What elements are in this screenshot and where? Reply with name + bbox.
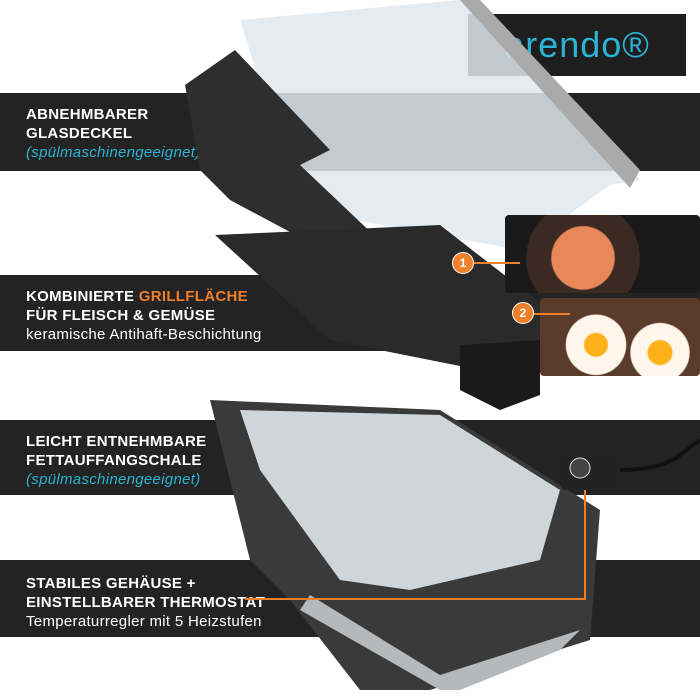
lid-handle xyxy=(185,50,400,280)
drip-tray xyxy=(240,410,560,590)
grill-plate xyxy=(215,225,575,370)
steel-front xyxy=(300,595,580,690)
feature-title-highlight: GRILLFLÄCHE xyxy=(138,288,248,305)
feature-subtitle: (spülmaschinengeeignet) xyxy=(26,144,201,161)
feature-title: ABNEHMBARER xyxy=(26,106,149,123)
feature-title: FETTAUFFANGSCHALE xyxy=(26,452,202,469)
callout-line-thermostat-vertical xyxy=(584,490,586,600)
callout-line-1 xyxy=(470,262,520,264)
feature-subtitle: keramische Antihaft-Beschichtung xyxy=(26,326,262,343)
feature-subtitle: (spülmaschinengeeignet) xyxy=(26,471,201,488)
callout-line-2 xyxy=(530,313,570,315)
callout-line-thermostat xyxy=(245,598,585,600)
feature-title: LEICHT ENTNEHMBARE xyxy=(26,433,207,450)
food-image-eggs xyxy=(540,298,700,376)
feature-title: FÜR FLEISCH & GEMÜSE xyxy=(26,307,216,324)
lid-handle-rail xyxy=(460,0,640,188)
thermostat-dial xyxy=(569,457,591,479)
feature-title: KOMBINIERTE xyxy=(26,288,139,305)
feature-title: STABILES GEHÄUSE + xyxy=(26,575,196,592)
feature-title: EINSTELLBARER THERMOSTAT xyxy=(26,594,266,611)
glass-lid xyxy=(240,0,640,250)
power-cord xyxy=(619,438,700,472)
marker-1: 1 xyxy=(452,252,474,274)
food-image-salmon xyxy=(505,215,700,293)
marker-2: 2 xyxy=(512,302,534,324)
grill-connector xyxy=(460,340,540,410)
feature-title: GLASDECKEL xyxy=(26,125,133,142)
feature-subtitle: Temperaturregler mit 5 Heizstufen xyxy=(26,613,262,630)
